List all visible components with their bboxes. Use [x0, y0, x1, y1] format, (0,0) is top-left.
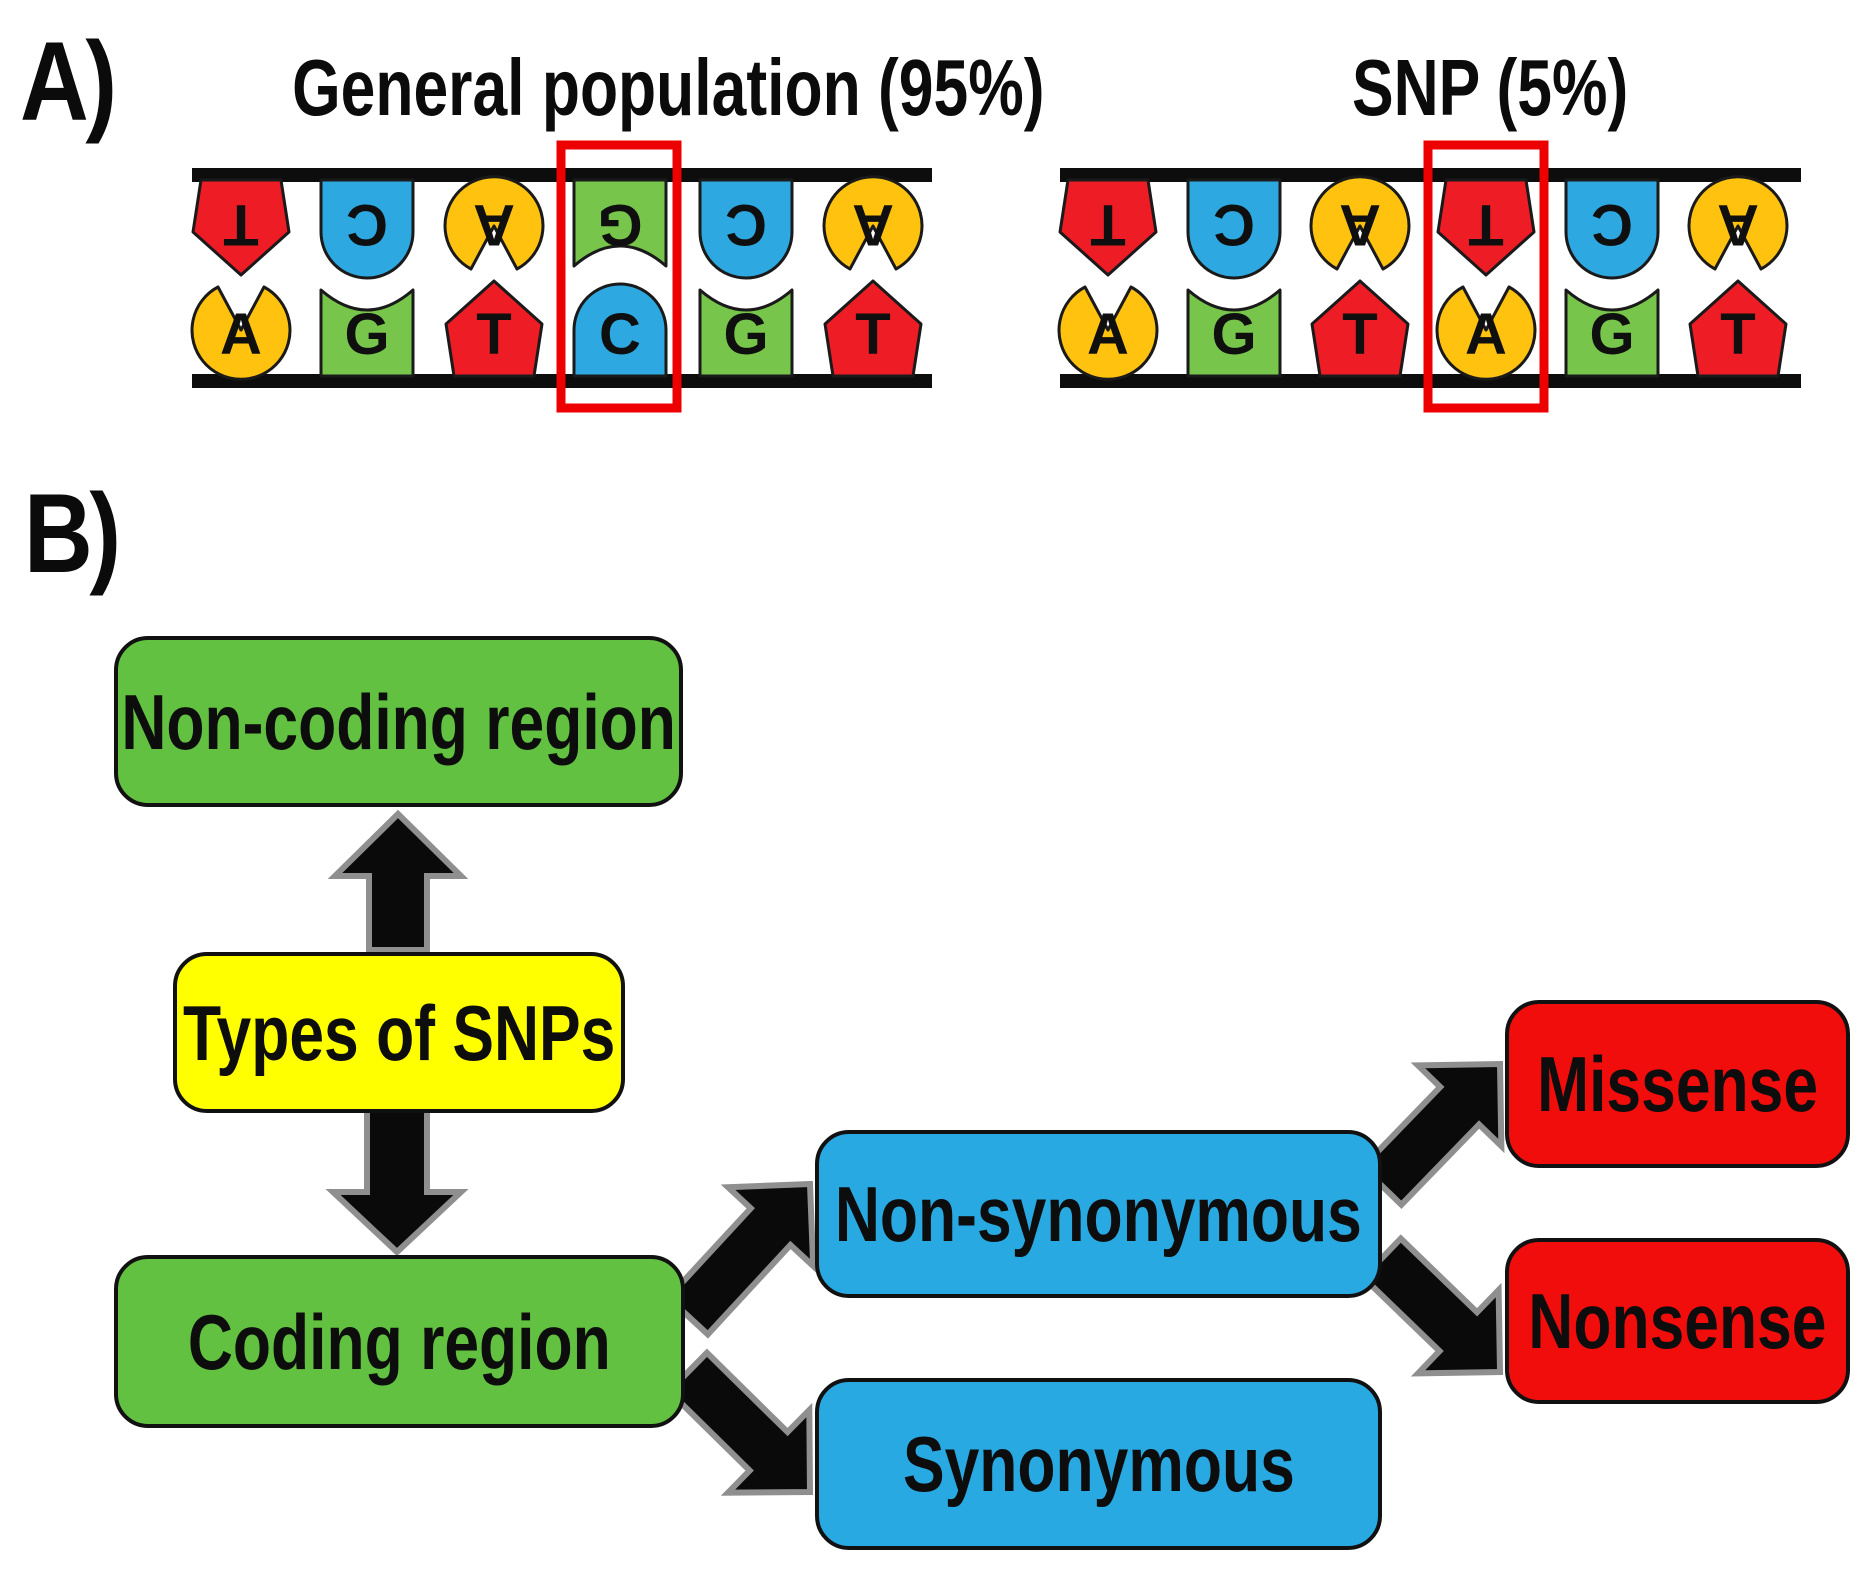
base-letter-g: G: [344, 302, 389, 367]
base-a-shape: [1057, 285, 1159, 381]
base-letter-g: G: [1211, 302, 1256, 367]
base-letter-a: A: [852, 192, 894, 257]
base-t-shape: [444, 279, 544, 378]
base-letter-c: C: [599, 302, 641, 367]
base-letter-t: T: [855, 302, 890, 367]
panel-a-left-title-text: General population (95%): [292, 43, 1045, 132]
base-g-shape: [1564, 288, 1660, 378]
panel-a-right-title-text: SNP (5%): [1351, 43, 1629, 132]
left-highlight-box: [556, 140, 682, 413]
base-letter-a: A: [220, 302, 262, 367]
base-letter-a: A: [1465, 302, 1507, 367]
base-letter-t: T: [1342, 302, 1377, 367]
base-letter-a: A: [1717, 192, 1759, 257]
node-non-coding-region: Non-coding region: [114, 636, 683, 807]
base-letter-t: T: [1468, 192, 1503, 257]
base-c-shape: [1186, 178, 1282, 280]
base-t-shape: [191, 178, 291, 277]
base-a-shape: [190, 285, 292, 381]
base-t-shape: [1436, 178, 1536, 277]
base-a-shape: [1309, 175, 1411, 271]
node-nonsense-label: Nonsense: [1528, 1277, 1827, 1365]
base-t-shape: [1058, 178, 1158, 277]
base-c-shape: [698, 178, 794, 280]
node-coding-region: Coding region: [114, 1255, 685, 1428]
base-letter-a: A: [1339, 192, 1381, 257]
base-letter-t: T: [1090, 192, 1125, 257]
base-letter-a: A: [473, 192, 515, 257]
base-letter-c: C: [725, 192, 767, 257]
node-missense-label: Missense: [1537, 1040, 1818, 1128]
base-letter-c: C: [1213, 192, 1255, 257]
base-a-shape: [1435, 285, 1537, 381]
base-letter-a: A: [1087, 302, 1129, 367]
arrow-types-to-coding: [325, 1107, 469, 1257]
base-g-shape: [1186, 288, 1282, 378]
base-g-shape: [698, 288, 794, 378]
panel-a-left-title: General population (95%): [186, 48, 1044, 128]
node-nonsense: Nonsense: [1505, 1238, 1850, 1404]
node-synonymous-label: Synonymous: [902, 1420, 1295, 1508]
panel-a-label: A): [20, 19, 117, 144]
right-highlight-box: [1423, 140, 1549, 413]
base-letter-g: G: [597, 192, 642, 257]
base-letter-g: G: [1589, 302, 1634, 367]
arrow-types-to-non-coding: [327, 809, 469, 953]
base-letter-c: C: [346, 192, 388, 257]
node-non-synonymous: Non-synonymous: [815, 1130, 1382, 1298]
node-non-synonymous-label: Non-synonymous: [835, 1170, 1362, 1258]
node-types-of-snps-label: Types of SNPs: [182, 988, 616, 1077]
base-c-shape: [572, 282, 668, 378]
base-letter-c: C: [1591, 192, 1633, 257]
node-types-of-snps: Types of SNPs: [173, 952, 625, 1113]
base-t-shape: [1310, 279, 1410, 378]
base-a-shape: [443, 175, 545, 271]
base-g-shape: [319, 288, 415, 378]
base-letter-g: G: [723, 302, 768, 367]
base-g-shape: [572, 178, 668, 268]
node-coding-region-label: Coding region: [188, 1297, 611, 1386]
panel-b-label: B): [24, 471, 121, 596]
base-a-shape: [822, 175, 924, 271]
node-missense: Missense: [1505, 1000, 1850, 1168]
base-letter-t: T: [476, 302, 511, 367]
node-non-coding-region-label: Non-coding region: [121, 677, 676, 766]
base-letter-t: T: [223, 192, 258, 257]
base-t-shape: [1688, 279, 1788, 378]
base-letter-t: T: [1720, 302, 1755, 367]
base-c-shape: [319, 178, 415, 280]
base-t-shape: [823, 279, 923, 378]
panel-a-right-title: SNP (5%): [1190, 48, 1790, 128]
node-synonymous: Synonymous: [815, 1378, 1382, 1550]
base-a-shape: [1687, 175, 1789, 271]
base-c-shape: [1564, 178, 1660, 280]
